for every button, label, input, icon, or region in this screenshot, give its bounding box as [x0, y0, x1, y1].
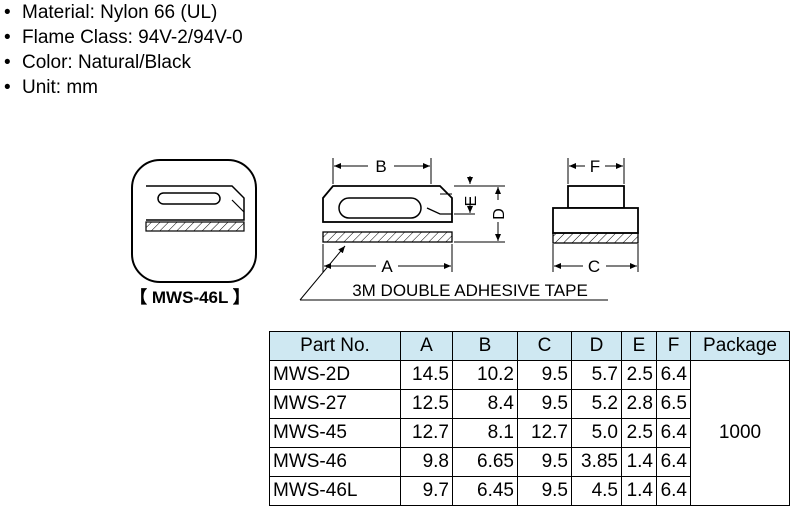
dim-b-label: B	[375, 157, 386, 176]
cell-c: 9.5	[517, 360, 572, 390]
cell-a: 9.8	[400, 447, 453, 477]
spec-unit: Unit: mm	[4, 75, 243, 100]
cell-f: 6.4	[656, 476, 691, 506]
cell-f: 6.4	[656, 360, 691, 390]
cell-a: 9.7	[400, 476, 453, 506]
cell-b: 10.2	[452, 360, 518, 390]
detail-view	[131, 159, 257, 283]
cell-e: 2.5	[621, 418, 657, 448]
table-row: MWS-2D 14.5 10.2 9.5 5.7 2.5 6.4 1000	[269, 360, 790, 506]
cell-d: 3.85	[571, 447, 622, 477]
cell-a: 14.5	[400, 360, 453, 390]
spec-color: Color: Natural/Black	[4, 50, 243, 75]
spec-table: Part No. A B C D E F Package MWS-2D 14.5…	[269, 331, 790, 506]
cell-d: 5.2	[571, 389, 622, 419]
tape-label: 3M DOUBLE ADHESIVE TAPE	[352, 281, 588, 300]
header-f: F	[656, 331, 691, 361]
cell-part: MWS-27	[269, 389, 401, 419]
cell-a: 12.7	[400, 418, 453, 448]
cell-e: 2.8	[621, 389, 657, 419]
cell-e: 1.4	[621, 447, 657, 477]
cell-c: 9.5	[517, 447, 572, 477]
technical-drawing: 【 MWS-46L 】 B A E D F C 3M	[130, 157, 639, 307]
dim-c-label: C	[588, 257, 600, 276]
cell-part: MWS-46L	[269, 476, 401, 506]
dim-d-label: D	[491, 208, 508, 220]
spec-flame-class: Flame Class: 94V-2/94V-0	[4, 25, 243, 50]
cell-part: MWS-45	[269, 418, 401, 448]
dim-f-label: F	[590, 157, 600, 176]
header-b: B	[452, 331, 518, 361]
cell-d: 5.0	[571, 418, 622, 448]
table-row: MWS-27 12.5 8.4 9.5 5.2 2.8 6.5	[269, 389, 790, 419]
dim-a-label: A	[381, 257, 393, 276]
cell-a: 12.5	[400, 389, 453, 419]
spec-material: Material: Nylon 66 (UL)	[4, 0, 243, 25]
spec-list: Material: Nylon 66 (UL) Flame Class: 94V…	[4, 0, 243, 100]
table-row: MWS-46 9.8 6.65 9.5 3.85 1.4 6.4	[269, 447, 790, 477]
header-a: A	[400, 331, 453, 361]
front-view	[552, 185, 639, 244]
cell-b: 8.4	[452, 389, 518, 419]
model-label: 【 MWS-46L 】	[130, 287, 250, 307]
header-c: C	[517, 331, 572, 361]
table-row: MWS-46L 9.7 6.45 9.5 4.5 1.4 6.4	[269, 476, 790, 506]
cell-d: 5.7	[571, 360, 622, 390]
table-row: MWS-45 12.7 8.1 12.7 5.0 2.5 6.4	[269, 418, 790, 448]
cell-b: 6.65	[452, 447, 518, 477]
dim-e-label: E	[463, 196, 480, 207]
cell-b: 8.1	[452, 418, 518, 448]
cell-part: MWS-46	[269, 447, 401, 477]
cell-f: 6.5	[656, 389, 691, 419]
cell-c: 12.7	[517, 418, 572, 448]
cell-f: 6.4	[656, 418, 691, 448]
table-header-row: Part No. A B C D E F Package	[269, 331, 790, 361]
cell-b: 6.45	[452, 476, 518, 506]
cell-c: 9.5	[517, 476, 572, 506]
cell-d: 4.5	[571, 476, 622, 506]
header-package: Package	[690, 331, 790, 361]
cell-f: 6.4	[656, 447, 691, 477]
cell-part: MWS-2D	[269, 360, 401, 390]
cell-package: 1000	[690, 360, 790, 506]
cell-c: 9.5	[517, 389, 572, 419]
cell-e: 1.4	[621, 476, 657, 506]
cell-e: 2.5	[621, 360, 657, 390]
header-e: E	[621, 331, 657, 361]
header-d: D	[571, 331, 622, 361]
side-view	[322, 185, 453, 243]
header-part-no: Part No.	[269, 331, 401, 361]
